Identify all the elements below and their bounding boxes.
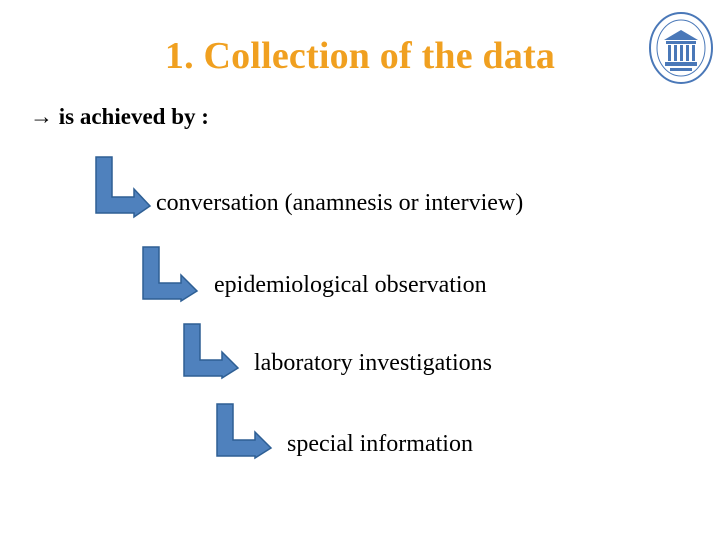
university-logo — [648, 10, 714, 86]
bent-arrow-icon — [216, 403, 273, 460]
bent-arrow-icon — [95, 156, 152, 219]
step-item: laboratory investigations — [182, 322, 582, 386]
subtitle: → is achieved by : — [30, 104, 209, 129]
step-label: conversation (anamnesis or interview) — [156, 190, 524, 216]
step-item: epidemiological observation — [141, 245, 581, 309]
bent-arrow-icon — [183, 323, 240, 380]
step-label: special information — [287, 431, 473, 457]
step-label: epidemiological observation — [214, 272, 487, 298]
step-item: conversation (anamnesis or interview) — [94, 155, 614, 225]
page-title: 1. Collection of the data — [164, 35, 556, 77]
bent-arrow-icon — [142, 246, 199, 303]
step-label: laboratory investigations — [254, 350, 492, 376]
step-item: special information — [215, 402, 575, 466]
